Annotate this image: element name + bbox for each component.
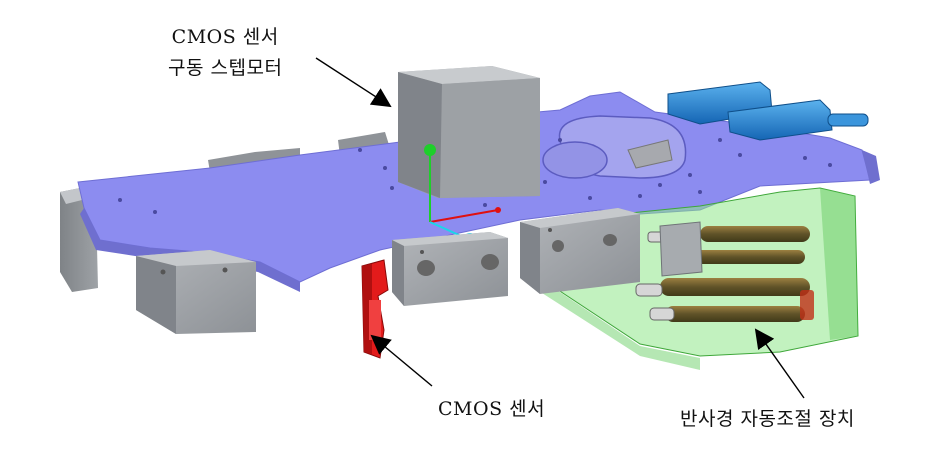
- stepper-arrow: [315, 57, 392, 108]
- blue-connectors: [667, 81, 869, 141]
- stepper-label-line1: CMOS 센서: [171, 26, 279, 48]
- cmos-sensor-part: [361, 259, 389, 359]
- stepper-label-line2: 구동 스텝모터: [168, 57, 283, 79]
- front-gray-blocks: [136, 208, 640, 334]
- stepper-motor-label: CMOS 센서 구동 스텝모터: [168, 22, 282, 84]
- leader-arrows: [315, 57, 805, 399]
- stepper-motor-cube: [398, 66, 540, 198]
- cmos-sensor-label: CMOS 센서: [438, 398, 546, 420]
- mirror-device-label: 반사경 자동조절 장치: [680, 408, 855, 430]
- cmos-arrow: [370, 334, 433, 387]
- mirror-arrow: [754, 328, 805, 399]
